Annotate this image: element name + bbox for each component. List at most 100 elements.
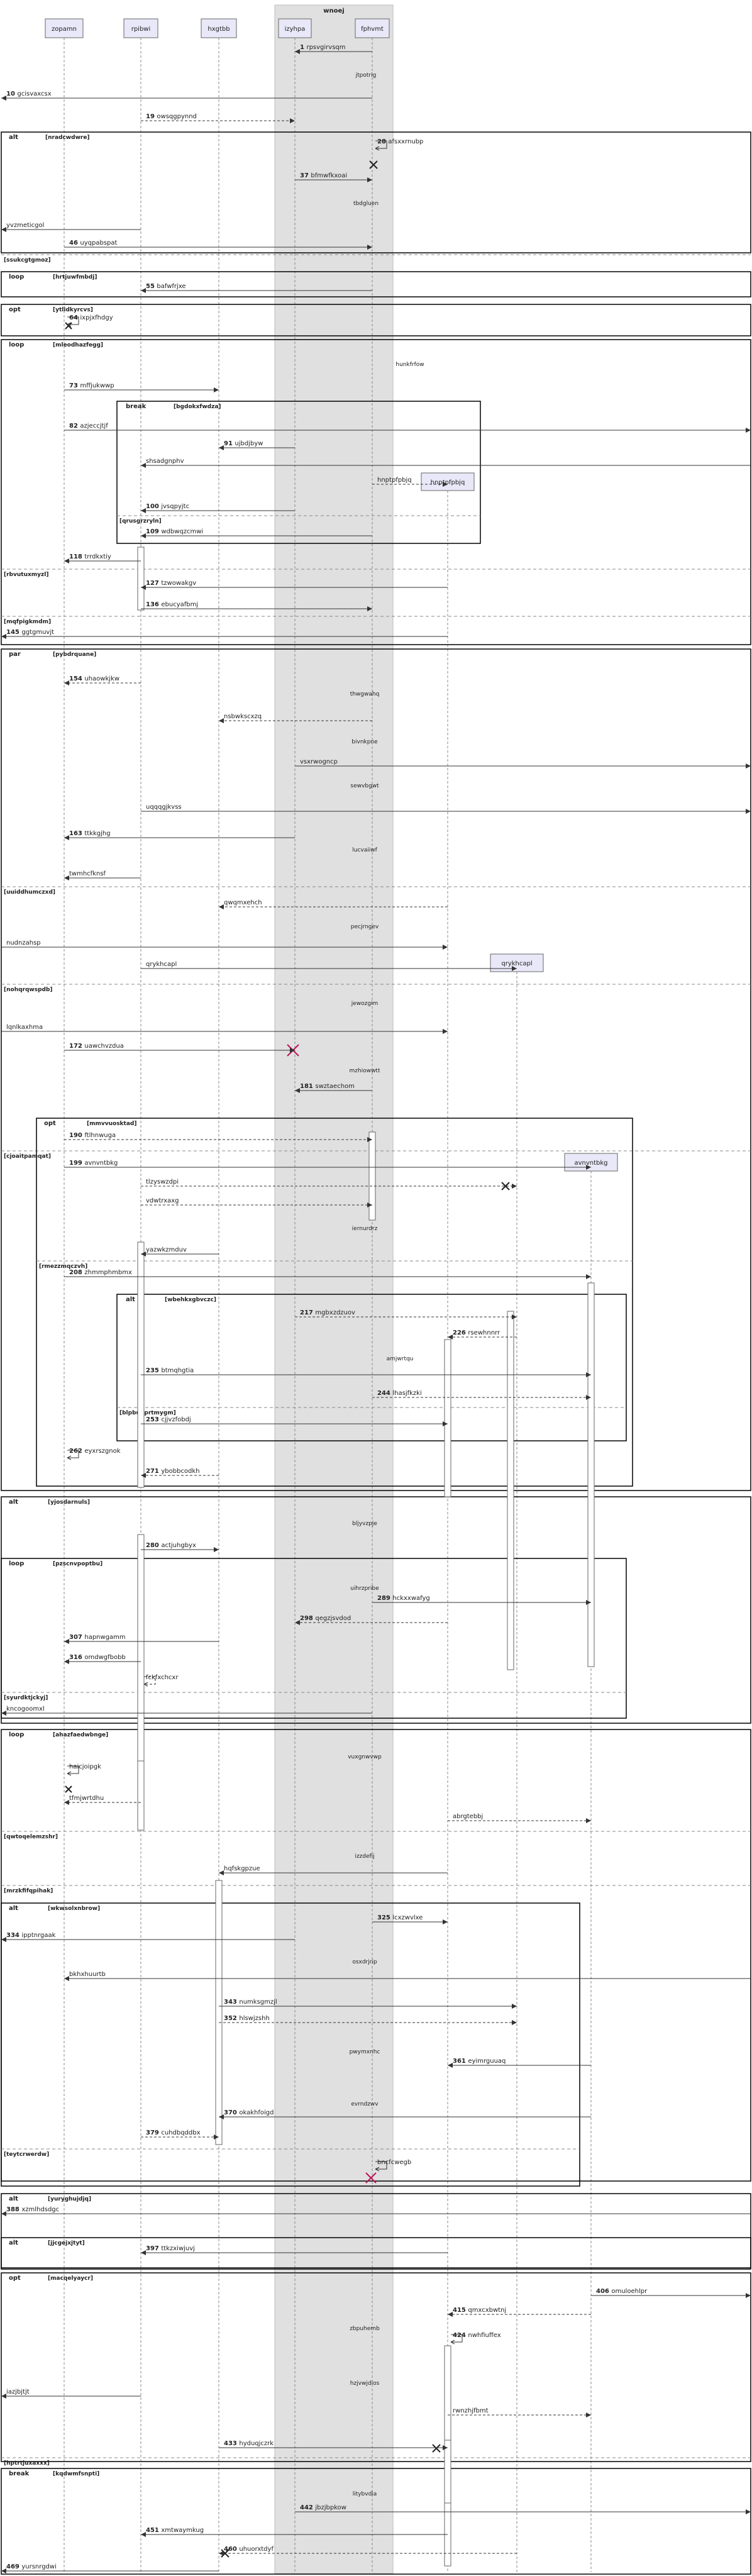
arrow-head xyxy=(295,1088,300,1093)
message-number: 388 xyxy=(6,2206,21,2213)
message-label: 64 ixpjxfhdgy xyxy=(69,314,113,321)
message-label: 226 rsewhnnrr xyxy=(453,1330,500,1336)
message-label: 118 trrdkxtiy xyxy=(69,553,111,560)
message-text: bkhxhuurtb xyxy=(69,1971,106,1978)
arrow-head xyxy=(1,1937,6,1942)
message-arrow: 451 xmtwaymkug xyxy=(141,2527,448,2537)
fragment-guard: [uuiddhumczxd] xyxy=(4,889,55,896)
arrow-head xyxy=(295,1620,300,1625)
message-text: qwqmxehch xyxy=(224,899,262,906)
arrow-head xyxy=(448,2063,453,2068)
arrow-head xyxy=(512,966,517,971)
message-text: hyduqjczrk xyxy=(239,2440,274,2447)
arrow-head xyxy=(219,2114,224,2119)
message-number: 343 xyxy=(224,1999,239,2006)
message-label: nudnzahsp xyxy=(6,940,41,947)
participant-hxgtbb[interactable]: hxgtbb xyxy=(201,18,237,38)
message-text: hckxxwafyg xyxy=(392,1595,429,1602)
message-arrow: 10 gcisvaxcsx xyxy=(1,91,372,101)
fragment-frame-alt xyxy=(1,131,751,253)
message-label: abrgtebbj xyxy=(453,1813,483,1820)
arrow-head xyxy=(375,2167,380,2172)
message-number: 334 xyxy=(6,1932,21,1939)
message-number: 127 xyxy=(146,580,161,587)
message-text: nsbwkscxzq xyxy=(224,713,262,720)
message-number: 91 xyxy=(224,440,235,447)
message-text: wdbwqzcmwi xyxy=(161,528,203,535)
arrow-head xyxy=(141,533,146,538)
message-text: rwnzhjfbmt xyxy=(453,2407,489,2414)
message-label: 181 swztaechom xyxy=(300,1083,355,1090)
fragment-guard: [hrtjuwfmbdj] xyxy=(53,274,97,280)
message-text: bfmwfkxoai xyxy=(311,172,347,179)
fragment-kind: alt xyxy=(9,2240,18,2246)
message-label: haicjoipgk xyxy=(69,1763,101,1770)
message-text: yursnrgdwi xyxy=(21,2563,57,2570)
arrow-head xyxy=(448,2312,453,2317)
message-arrow: 226 rsewhnnrr xyxy=(448,1330,517,1340)
fragment-guard: [wbehkxgbvczc] xyxy=(165,1297,216,1303)
participant-izyhpa[interactable]: izyhpa xyxy=(278,18,312,38)
activation-bars xyxy=(137,547,595,2567)
message-text: tfmjwrtdhu xyxy=(69,1795,104,1802)
note-label: osxdrjrip xyxy=(352,1959,377,1965)
fragment-guard: [yuryghujdjq] xyxy=(48,2196,91,2202)
arrow-head xyxy=(1,2394,6,2399)
arrow-head xyxy=(141,585,146,590)
participant-zopamn[interactable]: zopamn xyxy=(45,18,84,38)
arrow-head xyxy=(746,763,751,769)
message-arrow: 316 omdwgfbobb xyxy=(64,1654,141,1664)
message-text: xmtwaymkug xyxy=(161,2527,204,2534)
message-arrow: 118 trrdkxtiy xyxy=(64,553,141,564)
arrow-head xyxy=(1,634,6,639)
message-number: 415 xyxy=(453,2307,468,2314)
arrow-head xyxy=(586,1372,591,1377)
message-text: uyqpabspat xyxy=(80,240,117,247)
message-label: shsadgnphv xyxy=(146,458,184,465)
fragment-frame-opt xyxy=(36,1118,633,1487)
destroy-mark xyxy=(365,2172,377,2184)
message-arrow: 46 uyqpabspat xyxy=(64,240,372,250)
message-arrow: 352 hlswjzshh xyxy=(219,2015,517,2025)
message-text: hlswjzshh xyxy=(239,2015,269,2022)
arrow-head xyxy=(512,2020,517,2025)
message-text: omdwgfbobb xyxy=(84,1654,125,1661)
message-arrow: 91 ujbdjbyw xyxy=(219,440,295,450)
message-arrow: 109 wdbwqzcmwi xyxy=(141,528,372,538)
fragment-guard: [pzscnvpoptbu] xyxy=(53,1561,102,1567)
message-number: 217 xyxy=(300,1309,315,1316)
message-arrow: iazjbjtjt xyxy=(1,2389,141,2399)
message-arrow: 28 afsxxrnubp xyxy=(375,138,423,151)
participant-hnptpfpbjq[interactable]: hnptpfpbjq xyxy=(421,472,475,491)
arrow-head xyxy=(141,508,146,513)
message-label: 127 tzwowakgv xyxy=(146,580,196,587)
fragment-guard: [kqdwmfsnpti] xyxy=(53,2471,99,2477)
fragment-kind: alt xyxy=(9,134,18,141)
participant-avnvntbkg[interactable]: avnvntbkg xyxy=(564,1153,618,1172)
message-label: 199 avnvntbkg xyxy=(69,1160,118,1167)
fragment-frame-break xyxy=(1,2468,751,2575)
participant-fphvmt[interactable]: fphvmt xyxy=(355,18,390,38)
note-label: iernurdrz xyxy=(352,1226,378,1232)
participant-label: rpibwi xyxy=(131,26,151,33)
message-arrow: hnptpfpbjq xyxy=(372,477,448,487)
participant-rpibwi[interactable]: rpibwi xyxy=(123,18,158,38)
message-arrow: 181 swztaechom xyxy=(295,1083,372,1093)
participant-qrykhcapl[interactable]: qrykhcapl xyxy=(490,953,544,972)
arrow-head xyxy=(512,2004,517,2009)
participant-label: qrykhcapl xyxy=(501,960,532,967)
destroy-mark xyxy=(369,160,378,169)
group-label: wnoej xyxy=(323,8,344,14)
message-label: 370 okakhfoigd xyxy=(224,2109,274,2116)
message-label: hqfskgpzue xyxy=(224,1865,260,1872)
fragment-guard: [nohqrqwspdb] xyxy=(4,987,53,993)
message-arrow: bkhxhuurtb xyxy=(64,1971,751,1981)
message-number: 136 xyxy=(146,601,161,608)
message-arrow: qrykhcapl xyxy=(141,961,517,971)
message-text: eyimrguuaq xyxy=(468,2058,506,2065)
arrow-head xyxy=(746,809,751,814)
destroy-mark xyxy=(65,322,72,330)
message-text: ixpjxfhdgy xyxy=(80,314,113,321)
message-label: 298 qegzjsvdod xyxy=(300,1615,351,1622)
participant-label: zopamn xyxy=(52,26,77,33)
